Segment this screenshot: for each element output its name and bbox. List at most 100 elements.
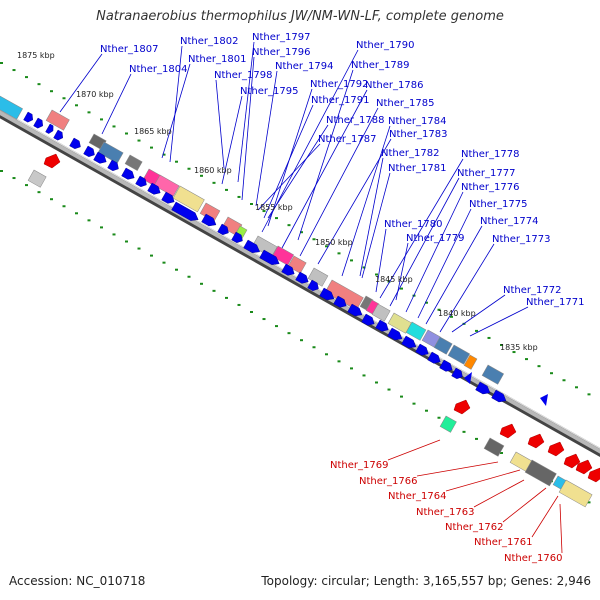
feature-box — [172, 185, 205, 213]
gene-arrow — [243, 239, 261, 253]
tick-dot — [162, 261, 166, 264]
gene-label[interactable]: Nther_1762 — [445, 522, 503, 533]
tick-dot — [150, 254, 153, 257]
gene-label[interactable]: Nther_1761 — [474, 537, 532, 548]
gene-label[interactable]: Nther_1795 — [240, 86, 298, 97]
genome-summary: Topology: circular; Length: 3,165,557 bp… — [261, 574, 591, 588]
gene-arrow — [281, 263, 295, 276]
gene-label[interactable]: Nther_1792 — [310, 79, 368, 90]
gene-label[interactable]: Nther_1794 — [275, 61, 333, 72]
gene-label[interactable]: Nther_1779 — [406, 233, 464, 244]
leader-line — [451, 294, 506, 333]
gene-label[interactable]: Nther_1791 — [311, 95, 369, 106]
gene-label[interactable]: Nther_1801 — [188, 54, 246, 65]
gene-label[interactable]: Nther_1802 — [180, 36, 238, 47]
tick-dot — [187, 275, 191, 278]
gene-label[interactable]: Nther_1780 — [384, 219, 442, 230]
gene-label[interactable]: Nther_1766 — [359, 476, 417, 487]
leader-line — [439, 243, 495, 333]
kbp-tick-label: 1875 kbp — [17, 51, 55, 60]
gene-label[interactable]: Nther_1763 — [416, 507, 474, 518]
kbp-tick-label: 1845 kbp — [375, 275, 413, 284]
gene-arrow — [53, 129, 63, 141]
gene-label[interactable]: Nther_1775 — [469, 199, 527, 210]
leader-line — [215, 79, 225, 169]
gene-label[interactable]: Nther_1771 — [526, 297, 584, 308]
gene-arrow — [107, 159, 119, 172]
gene-arrow — [121, 167, 135, 180]
leader-line — [169, 45, 183, 163]
tick-dot — [237, 303, 241, 306]
gene-label[interactable]: Nther_1778 — [461, 149, 519, 160]
gene-label[interactable]: Nther_1769 — [330, 460, 388, 471]
gene-arrow — [439, 359, 453, 372]
tick-dot — [437, 308, 441, 311]
tick-dot — [250, 311, 253, 313]
tick-dot — [525, 358, 528, 361]
tick-dot — [312, 238, 316, 241]
tick-dot — [387, 388, 391, 391]
tick-dot — [350, 259, 353, 262]
gene-label[interactable]: Nther_1782 — [381, 148, 439, 159]
gene-label[interactable]: Nther_1787 — [318, 134, 376, 145]
gene-arrow — [415, 343, 429, 356]
leader-line — [241, 56, 255, 201]
gene-label[interactable]: Nther_1798 — [214, 70, 272, 81]
tick-dot — [412, 402, 416, 405]
trna-marker — [547, 441, 565, 457]
gene-arrow — [93, 151, 107, 164]
tick-dot — [300, 231, 303, 234]
tick-dot — [450, 315, 453, 318]
map-title: Natranaerobius thermophilus JW/NM-WN-LF,… — [96, 9, 504, 24]
gene-label[interactable]: Nther_1789 — [351, 60, 409, 71]
gene-label[interactable]: Nther_1788 — [326, 115, 384, 126]
gene-label[interactable]: Nther_1764 — [388, 491, 446, 502]
gene-label[interactable]: Nther_1777 — [457, 168, 515, 179]
tick-dot — [0, 62, 3, 64]
gene-arrow — [347, 303, 363, 317]
gene-label[interactable]: Nther_1804 — [129, 64, 187, 75]
tick-dot — [200, 174, 203, 177]
trna-marker — [453, 399, 471, 415]
gene-arrow — [231, 231, 243, 244]
tick-dot — [0, 170, 3, 172]
feature-box — [0, 95, 23, 120]
leader-line — [221, 95, 243, 185]
feature-box — [271, 245, 295, 266]
gene-label[interactable]: Nther_1784 — [388, 116, 446, 127]
tick-dot — [175, 268, 178, 271]
gene-label[interactable]: Nther_1786 — [365, 80, 423, 91]
gene-label[interactable]: Nther_1776 — [461, 182, 519, 193]
accession-label: Accession: NC_010718 — [9, 574, 146, 588]
gene-label[interactable]: Nther_1807 — [100, 44, 158, 55]
gene-label[interactable]: Nther_1760 — [504, 553, 562, 564]
kbp-tick-label: 1840 kbp — [438, 309, 476, 318]
gene-arrow — [361, 313, 375, 326]
leader-line — [445, 469, 521, 492]
tick-dot — [62, 97, 66, 100]
gene-label[interactable]: Nther_1781 — [388, 163, 446, 174]
tick-dot — [187, 167, 191, 170]
feature-box — [405, 321, 427, 341]
gene-label[interactable]: Nther_1783 — [389, 129, 447, 140]
tick-dot — [125, 240, 128, 243]
gene-label[interactable]: Nther_1796 — [252, 47, 310, 58]
gene-label[interactable]: Nther_1772 — [503, 285, 561, 296]
leader-line — [257, 143, 321, 211]
gene-label[interactable]: Nther_1773 — [492, 234, 550, 245]
gene-label[interactable]: Nther_1790 — [356, 40, 414, 51]
gene-arrow — [135, 175, 147, 188]
tick-dot — [37, 83, 41, 86]
gene-arrow — [171, 201, 199, 221]
leader-line — [375, 228, 387, 293]
gene-label[interactable]: Nther_1785 — [376, 98, 434, 109]
leader-line — [341, 125, 391, 277]
tick-dot — [175, 160, 178, 163]
tick-dot — [287, 332, 291, 335]
tick-dot — [75, 104, 78, 107]
tick-dot — [37, 191, 41, 194]
tick-dot — [375, 381, 378, 384]
gene-label[interactable]: Nther_1774 — [480, 216, 538, 227]
gene-label[interactable]: Nther_1797 — [252, 32, 310, 43]
